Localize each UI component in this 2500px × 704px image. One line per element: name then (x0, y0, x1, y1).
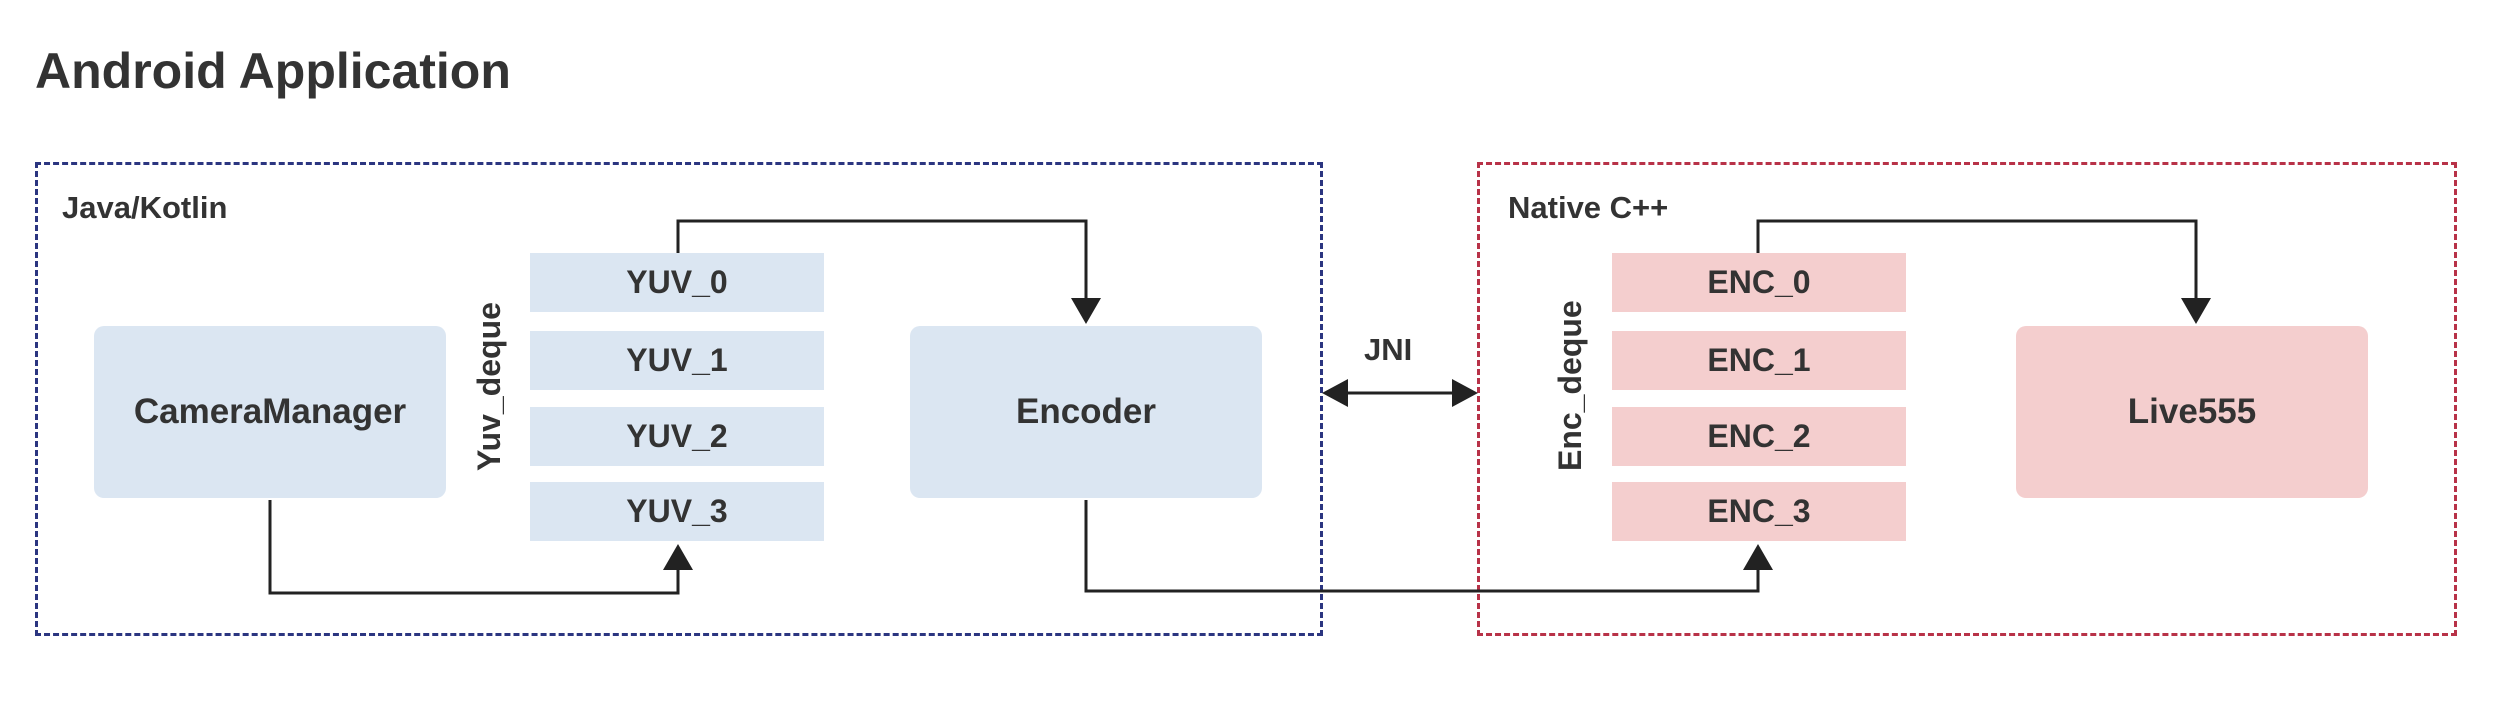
jni-arrowhead-left (1322, 379, 1348, 407)
encoder-box: Encoder (910, 326, 1262, 498)
enc-slot-3: ENC_3 (1612, 482, 1906, 541)
camera-manager-box: CameraManager (94, 326, 446, 498)
enc-slot-1: ENC_1 (1612, 331, 1906, 390)
page-title: Android Application (35, 43, 511, 99)
jni-arrowhead-right (1452, 379, 1478, 407)
live555-box: Live555 (2016, 326, 2368, 498)
camera-to-yuv-arrowhead (663, 544, 693, 570)
java-kotlin-label: Java/Kotlin (62, 190, 228, 225)
yuv-to-encoder-arrowhead (1071, 298, 1101, 324)
java-kotlin-region (35, 162, 1323, 636)
enc-to-live555-arrowhead (2181, 298, 2211, 324)
native-cpp-region (1477, 162, 2457, 636)
yuv-slot-0: YUV_0 (530, 253, 824, 312)
yuv-to-encoder-arrow-line (676, 219, 1088, 298)
yuv-slot-1: YUV_1 (530, 331, 824, 390)
yuv-slot-3: YUV_3 (530, 482, 824, 541)
enc-slot-2: ENC_2 (1612, 407, 1906, 466)
jni-label: JNI (1364, 332, 1413, 367)
camera-to-yuv-arrow-line (268, 500, 680, 595)
enc-slot-0: ENC_0 (1612, 253, 1906, 312)
native-cpp-label: Native C++ (1508, 190, 1669, 225)
encoder-to-enc-arrowhead (1743, 544, 1773, 570)
enc-to-live555-arrow-line (1756, 219, 2198, 298)
encoder-to-enc-arrow-line (1084, 500, 1760, 593)
yuv-slot-2: YUV_2 (530, 407, 824, 466)
